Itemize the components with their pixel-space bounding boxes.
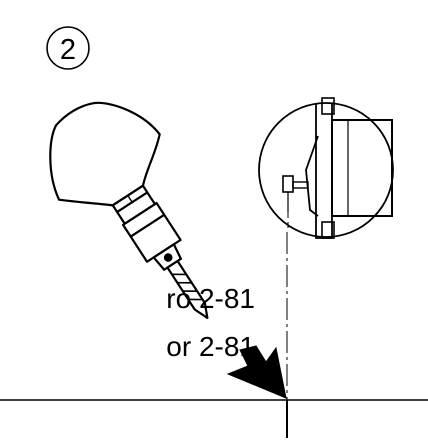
step-badge: 2 (46, 26, 90, 70)
drill-bit (166, 259, 209, 320)
part-label-2: or 2-81 (166, 331, 255, 362)
detail-view (258, 97, 394, 239)
step-number: 2 (60, 34, 76, 66)
drill-illustration (49, 101, 209, 320)
part-label-1: ro 2-81 (166, 283, 255, 314)
direction-arrow (226, 345, 287, 399)
